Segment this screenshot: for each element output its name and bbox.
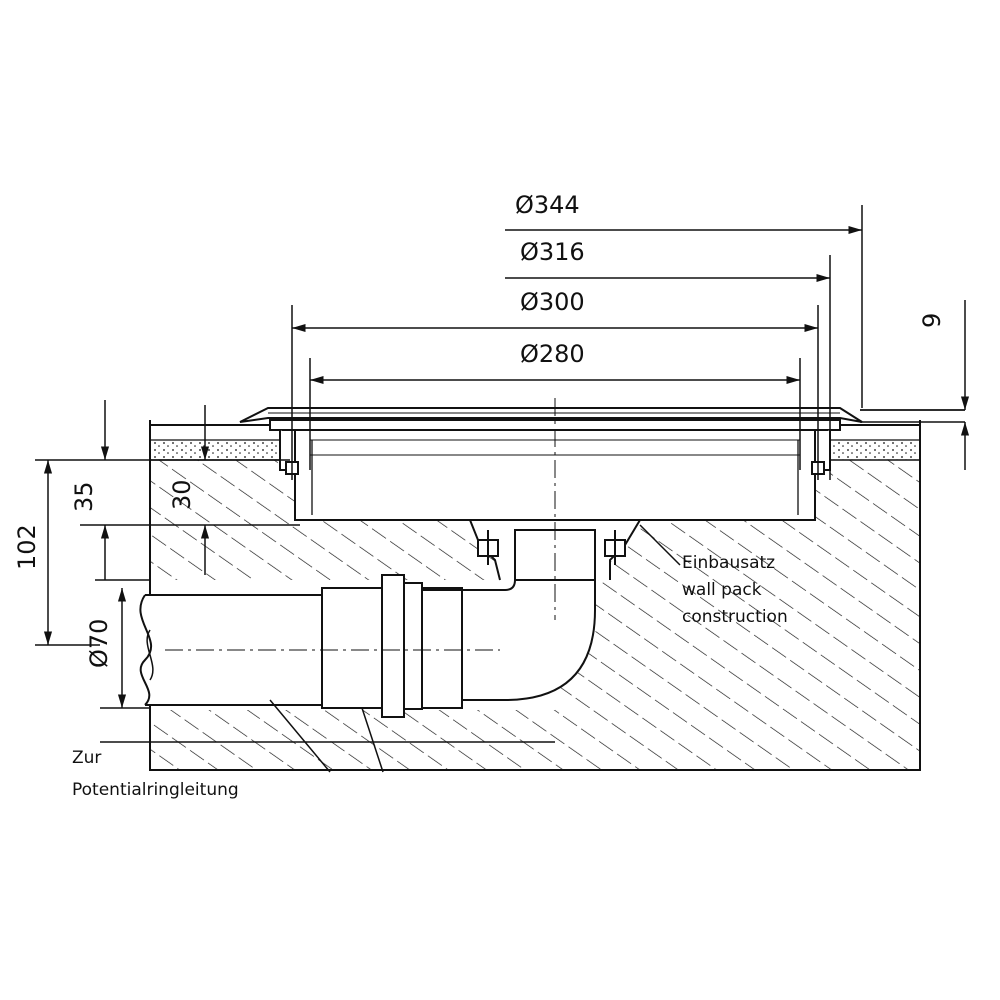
centerlines <box>165 398 556 651</box>
dim-316-text: Ø316 <box>520 238 585 266</box>
wallpack-text: wall pack <box>682 580 762 600</box>
dim-70-text: Ø70 <box>85 619 113 668</box>
leader-lines <box>100 524 681 773</box>
dimension-lines-left <box>35 400 300 709</box>
dim-280-text: Ø280 <box>520 340 585 368</box>
annotation-texts: Einbausatz wall pack construction Zur Po… <box>72 553 788 800</box>
dim-102-text: 102 <box>13 524 41 570</box>
drain-pipe <box>139 574 596 718</box>
dimension-texts: Ø344 Ø316 Ø300 Ø280 9 35 30 102 Ø70 <box>13 191 946 668</box>
construction-text: construction <box>682 607 788 627</box>
dim-35-text: 35 <box>70 481 98 512</box>
dim-300-text: Ø300 <box>520 288 585 316</box>
potentialringleitung-text: Potentialringleitung <box>72 780 239 800</box>
dim-9-text: 9 <box>918 313 946 328</box>
dimension-lines-top <box>291 205 863 480</box>
einbausatz-text: Einbausatz <box>682 553 775 573</box>
zur-text: Zur <box>72 748 101 768</box>
screed-layer <box>150 424 920 461</box>
dim-30-text: 30 <box>168 479 196 510</box>
dim-344-text: Ø344 <box>515 191 580 219</box>
